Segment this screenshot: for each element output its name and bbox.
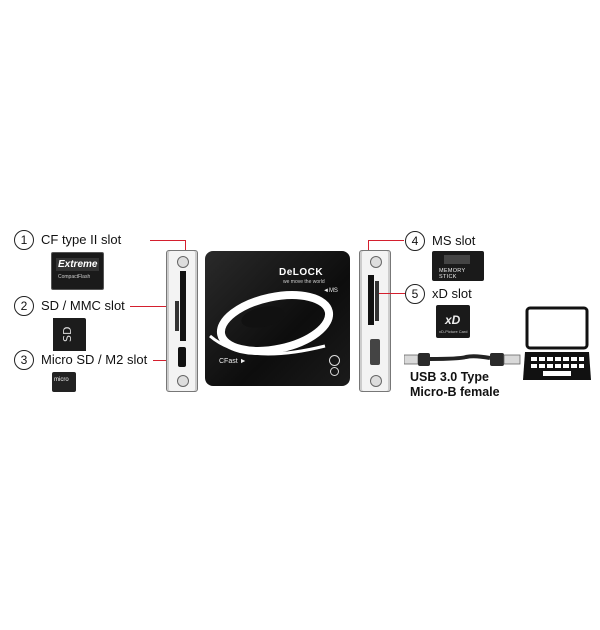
ms-card-chip	[444, 255, 470, 264]
slot-label-ms: MS slot	[432, 233, 476, 248]
slot-label-microsd: Micro SD / M2 slot	[41, 352, 148, 367]
sd-card-image: SD	[53, 318, 86, 351]
xd-slot-opening	[375, 281, 379, 321]
left-top-screw	[177, 256, 189, 268]
right-top-screw	[370, 256, 382, 268]
cf-slot-opening	[180, 271, 186, 341]
device-right-side-view	[359, 250, 391, 392]
xd-card-logo: xD	[445, 313, 461, 327]
xd-leader-line	[379, 293, 405, 294]
cf-card-brand: Extreme	[56, 258, 100, 271]
xd-card-image: xD xD-Picture Card	[436, 305, 470, 338]
ms-leader-line	[368, 240, 404, 241]
brand-logo: DeLOCK	[279, 267, 324, 278]
laptop-icon	[523, 306, 591, 380]
left-bottom-screw	[177, 375, 189, 387]
slot-number-4: 4	[405, 231, 425, 251]
swoosh-logo	[209, 291, 334, 356]
ms-slot-opening	[368, 275, 374, 325]
microsd-card-text: micro	[54, 377, 69, 383]
card-reader-device: DeLOCK we move the world ◄MS CFast ►	[205, 251, 350, 386]
ms-marker-label: ◄MS	[323, 288, 338, 294]
xd-card-text: xD-Picture Card	[439, 329, 468, 334]
sd-leader-line	[130, 306, 174, 307]
slot-number-5: 5	[405, 284, 425, 304]
brand-tagline: we move the world	[283, 279, 325, 285]
power-icon	[329, 355, 340, 366]
ms-card-text: MEMORY STICK	[439, 268, 466, 280]
ms-card-image: MEMORY STICK	[432, 251, 484, 281]
slot-label-sd: SD / MMC slot	[41, 298, 125, 313]
svg-text:SD: SD	[61, 327, 74, 342]
usb-caption-line2: Micro-B female	[410, 385, 500, 399]
activity-led-icon	[330, 367, 339, 376]
microsd-leader-line	[153, 360, 175, 361]
device-left-side-view	[166, 250, 198, 392]
microsd-slot-opening	[178, 347, 186, 367]
sd-slot-opening	[175, 301, 179, 331]
cf-card-image: Extreme CompactFlash	[51, 252, 104, 290]
usb-caption-line1: USB 3.0 Type	[410, 370, 489, 384]
cfast-marker-label: CFast ►	[219, 358, 247, 365]
cf-card-subtitle: CompactFlash	[58, 274, 91, 280]
slot-label-xd: xD slot	[432, 286, 472, 301]
slot-number-3: 3	[14, 350, 34, 370]
cf-leader-line	[150, 240, 186, 241]
usb-port-opening	[370, 339, 380, 365]
usb-cable-image	[404, 353, 521, 366]
slot-number-2: 2	[14, 296, 34, 316]
slot-number-1: 1	[14, 230, 34, 250]
right-bottom-screw	[370, 375, 382, 387]
slot-label-cf: CF type II slot	[41, 232, 122, 247]
microsd-card-image: micro	[52, 372, 76, 392]
